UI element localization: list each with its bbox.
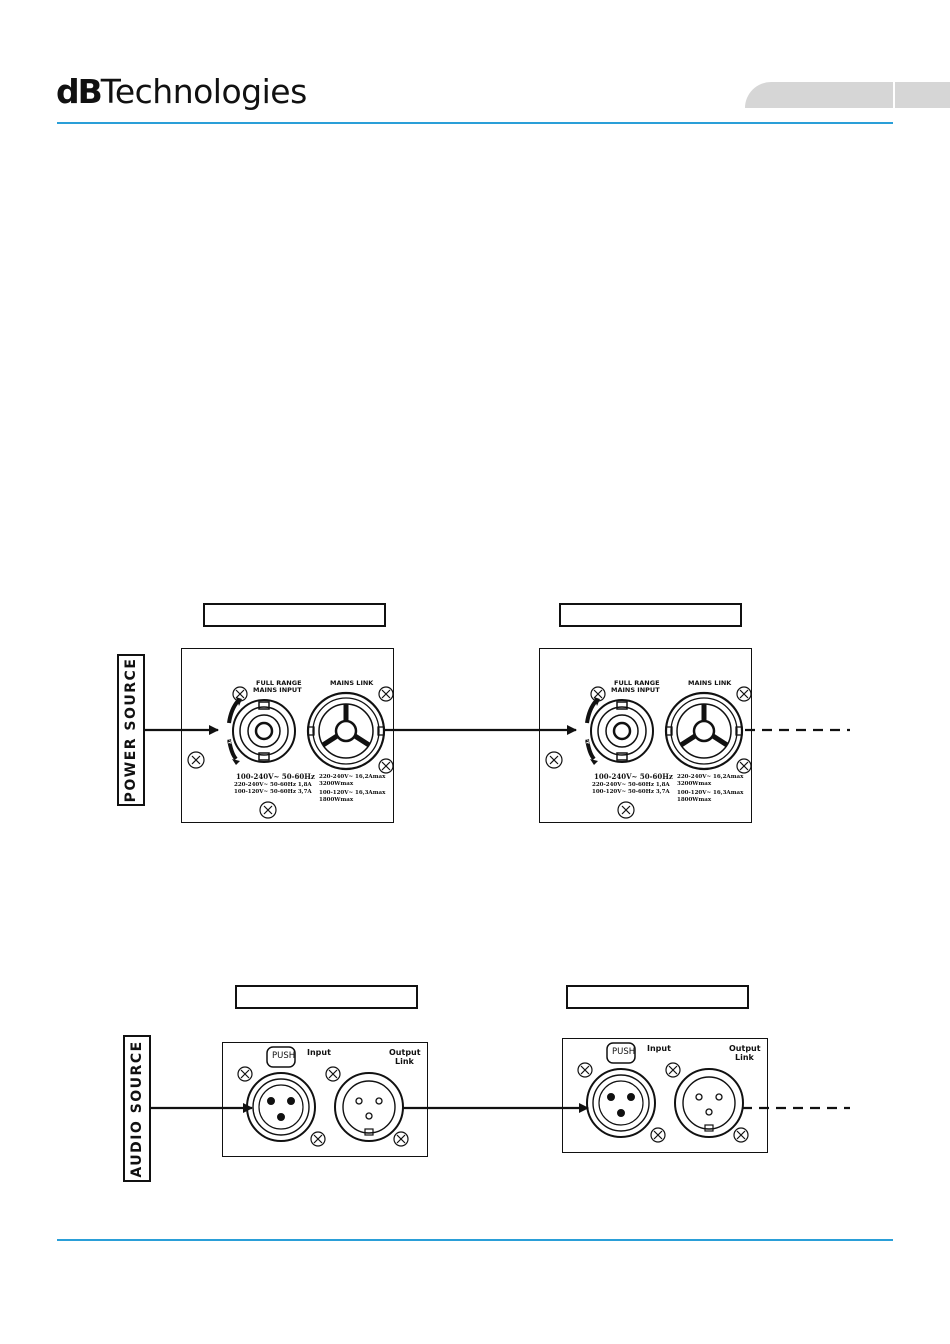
screw-icon xyxy=(237,1066,409,1147)
on-off-arrow-icon xyxy=(227,699,240,761)
output-label-2: Link xyxy=(735,1053,754,1062)
power-panel-2-art xyxy=(545,686,752,819)
brand-logo: dBTechnologies xyxy=(56,72,307,112)
xlr-female-input-icon xyxy=(246,1046,316,1142)
rating-main: 100-240V~ 50-60Hz xyxy=(594,772,673,781)
power-panel-1: ON OFF FULL RANGE MAINS INPUT MAINS LINK… xyxy=(181,648,394,823)
link-220-a: 220-240V~ 16,2Amax xyxy=(677,774,744,780)
footer-rule xyxy=(57,1239,893,1241)
output-label-2: Link xyxy=(395,1057,414,1066)
audio-panel-1: PUSH Input Output Link xyxy=(222,1042,428,1157)
link-100-a: 100-120V~ 16,3Amax xyxy=(319,790,386,796)
page-tab xyxy=(745,82,950,108)
link-100-b: 1800Wmax xyxy=(319,797,354,803)
input-title-1: FULL RANGE xyxy=(614,679,660,687)
logo-db: dB xyxy=(56,72,103,111)
audio-panel-1-art xyxy=(237,1046,409,1147)
audio-panel-2-art xyxy=(577,1042,749,1143)
link-title: MAINS LINK xyxy=(688,679,732,687)
output-label-1: Output xyxy=(389,1048,421,1057)
audio-panel-2: PUSH Input Output Link xyxy=(562,1038,768,1153)
link-title: MAINS LINK xyxy=(330,679,374,687)
output-label-1: Output xyxy=(729,1044,761,1053)
logo-technologies: Technologies xyxy=(100,72,308,111)
link-100-a: 100-120V~ 16,3Amax xyxy=(677,790,744,796)
header-rule xyxy=(57,122,893,124)
xlr-male-output-icon xyxy=(674,1068,744,1138)
xlr-male-output-icon xyxy=(334,1072,404,1142)
link-220-a: 220-240V~ 16,2Amax xyxy=(319,774,386,780)
link-100-b: 1800Wmax xyxy=(677,797,712,803)
rating-220: 220-240V~ 50-60Hz 1,8A xyxy=(234,782,312,788)
power-label-box-1 xyxy=(203,603,386,627)
powercon-input-icon xyxy=(232,699,296,763)
power-label-box-2 xyxy=(559,603,742,627)
link-220-b: 3200Wmax xyxy=(319,781,354,787)
link-220-b: 3200Wmax xyxy=(677,781,712,787)
power-source-label: POWER SOURCE xyxy=(117,654,145,806)
screw-icon xyxy=(577,1062,749,1143)
rating-100: 100-120V~ 50-60Hz 3,7A xyxy=(592,789,670,795)
screw-icon xyxy=(187,686,394,819)
audio-label-box-1 xyxy=(235,985,418,1009)
input-title-2: MAINS INPUT xyxy=(253,686,302,694)
on-off-arrow-icon xyxy=(585,699,598,761)
screw-icon xyxy=(545,686,752,819)
input-title-1: FULL RANGE xyxy=(256,679,302,687)
audio-label-box-2 xyxy=(566,985,749,1009)
rating-main: 100-240V~ 50-60Hz xyxy=(236,772,315,781)
input-label: Input xyxy=(647,1044,671,1053)
rating-220: 220-240V~ 50-60Hz 1,8A xyxy=(592,782,670,788)
power-panel-2: ON OFF FULL RANGE MAINS INPUT MAINS LINK… xyxy=(539,648,752,823)
input-label: Input xyxy=(307,1048,331,1057)
audio-source-label: AUDIO SOURCE xyxy=(123,1035,151,1182)
input-title-2: MAINS INPUT xyxy=(611,686,660,694)
push-label: PUSH xyxy=(272,1051,296,1061)
powercon-input-icon xyxy=(590,699,654,763)
push-label: PUSH xyxy=(612,1047,636,1057)
rating-100: 100-120V~ 50-60Hz 3,7A xyxy=(234,789,312,795)
powercon-link-icon xyxy=(664,691,744,771)
